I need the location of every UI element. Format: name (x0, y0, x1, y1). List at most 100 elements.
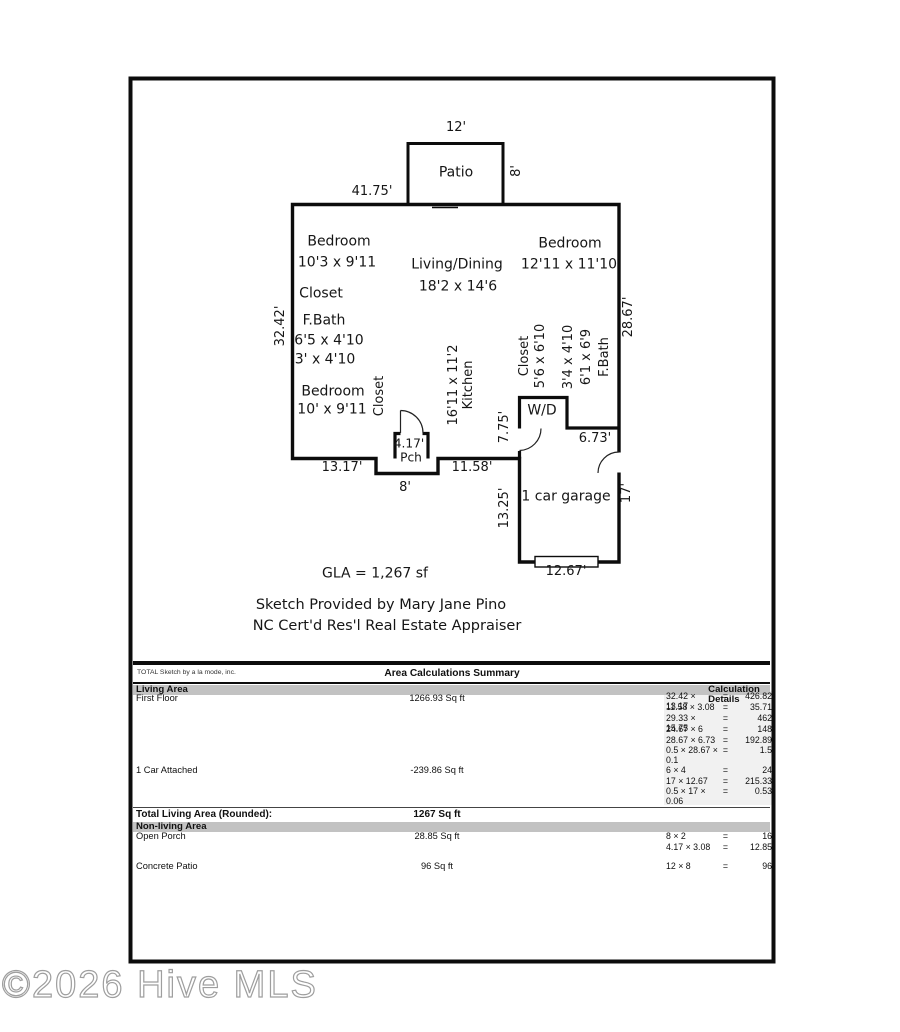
calc-result: 215.33 (745, 776, 772, 786)
room-label-wd: W/D (527, 402, 557, 419)
room-name-kitchen: Kitchen (461, 360, 476, 410)
room-label-garage: 1 car garage (521, 488, 611, 505)
calc-line: 32.42 × 13.17 = 426.82 (666, 691, 772, 711)
sliding-door-icon (432, 204, 483, 209)
table-title: Area Calculations Summary (384, 668, 520, 679)
calc-details-header: Calculation Details (708, 683, 760, 705)
garage-side-door-gap (616, 452, 623, 473)
room-dims-fbath-left-1: 6'5 x 4'10 (294, 332, 364, 349)
table-header-rule (133, 681, 770, 684)
row-name: First Floor (136, 693, 178, 703)
calc-equals: = (722, 776, 729, 786)
calc-line: 4.17 × 3.08 = 12.85 (666, 842, 772, 852)
calc-line: 11.58 × 3.08 = 35.71 (666, 702, 772, 712)
room-label-closet-right: Closet 5'6 x 6'10 (517, 324, 549, 388)
wd-door-arc-icon (519, 428, 542, 452)
calc-expr: 28.67 × 6.73 (666, 735, 716, 745)
calc-result: 24 (762, 765, 772, 775)
total-label: Total Living Area (Rounded): (136, 809, 273, 820)
room-label-kitchen: 16'11 x 11'2 Kitchen (446, 344, 476, 425)
dim-wd-left: 7.75' (496, 410, 512, 444)
calc-line: 6 × 4 = 24 (666, 765, 772, 775)
gla-note: GLA = 1,267 sf (322, 565, 428, 582)
table-top-rule (133, 661, 770, 665)
calc-equals: = (722, 765, 729, 775)
porch-door-arc-icon (399, 409, 424, 434)
calc-line: 24.67 × 6 = 148 (666, 724, 772, 734)
nonliving-header: Non-living Area (136, 820, 207, 832)
calc-result: 462 (757, 713, 772, 723)
row-name: Concrete Patio (136, 861, 198, 871)
provided-by-note: Sketch Provided by Mary Jane Pino (255, 597, 507, 614)
calc-result: 35.71 (749, 702, 772, 712)
dim-bottom-mid: 11.58' (451, 459, 493, 475)
mls-watermark: ©2026 Hive MLS (1, 963, 318, 1006)
dim-garage-bottom: 12.67' (545, 563, 587, 579)
calc-expr: 0.5 × 17 × 0.06 (666, 786, 706, 806)
dim-patio-depth: 8' (508, 165, 524, 177)
room-label-fbath-left: F.Bath (302, 312, 346, 329)
calc-expr: 4.17 × 3.08 (666, 842, 711, 852)
room-label-bedroom-tl: Bedroom (307, 233, 371, 250)
calc-expr: 32.42 × 13.17 (666, 691, 696, 711)
room-label-fbath-right: 3'4 x 4'10 6'1 x 6'9 F.Bath (560, 325, 614, 389)
dim-top-width: 41.75' (351, 183, 393, 199)
room-label-patio: Patio (438, 164, 474, 181)
calc-result: 16 (762, 831, 772, 841)
calc-line: 29.33 × 15.75 = 462 (666, 713, 772, 733)
row-name: Open Porch (136, 831, 186, 841)
row-area: 1266.93 Sq ft (409, 693, 465, 703)
row-area: 28.85 Sq ft (414, 831, 460, 841)
calc-result: 96 (762, 861, 772, 871)
living-area-header: Living Area (136, 683, 188, 695)
room-dims-closet-right: 5'6 x 6'10 (533, 323, 548, 389)
dim-bottom-left: 13.17' (321, 459, 363, 475)
calc-line: 8 × 2 = 16 (666, 831, 772, 841)
appraiser-cert-note: NC Cert'd Res'l Real Estate Appraiser (252, 618, 522, 635)
room-label-closet-mid: Closet (371, 375, 387, 417)
room-name-fbath-right: F.Bath (597, 337, 612, 377)
calc-expr: 17 × 12.67 (666, 776, 708, 786)
garage-side-door-arc-icon (597, 451, 620, 474)
calc-equals: = (722, 724, 729, 734)
room-dims-fbath-right-1: 6'1 x 6'9 (579, 328, 594, 386)
calc-line: 28.67 × 6.73 = 192.89 (666, 735, 772, 745)
calc-result: 12.85 (749, 842, 772, 852)
dim-garage-right: 17' (618, 482, 634, 504)
table-row-open-porch: Open Porch 28.85 Sq ft (136, 831, 772, 842)
dim-left-height: 32.42' (272, 305, 288, 347)
calc-equals: = (722, 842, 729, 852)
room-name-closet-right: Closet (517, 335, 532, 377)
calc-result: 1.5 (759, 745, 772, 755)
dim-porch-top: 4.17' (393, 436, 425, 451)
dim-right-height: 28.67' (620, 296, 636, 338)
calc-equals: = (722, 831, 729, 841)
calc-result: 0.53 (754, 786, 772, 796)
calc-equals: = (722, 735, 729, 745)
nonliving-section-bar: Non-living Area (133, 820, 770, 832)
calc-result: 148 (757, 724, 772, 734)
dim-wd-bottom: 6.73' (578, 430, 612, 446)
calc-expr: 12 × 8 (666, 861, 691, 871)
calc-equals: = (722, 786, 729, 796)
calc-equals: = (722, 702, 729, 712)
calc-result: 426.82 (745, 691, 772, 701)
calc-expr: 11.58 × 3.08 (666, 702, 715, 712)
room-dims-fbath-right-2: 3'4 x 4'10 (561, 324, 576, 390)
calc-equals: = (722, 745, 729, 755)
calc-equals: = (722, 713, 729, 723)
calc-expr: 0.5 × 28.67 × 0.1 (666, 745, 718, 765)
total-value: 1267 Sq ft (413, 809, 461, 820)
calc-expr: 29.33 × 15.75 (666, 713, 696, 733)
room-label-bedroom-tr: Bedroom (538, 235, 602, 252)
dim-patio-width: 12' (445, 119, 467, 135)
calc-expr: 8 × 2 (666, 831, 686, 841)
room-dims-fbath-left-2: 3' x 4'10 (294, 351, 356, 368)
calc-expr: 6 × 4 (666, 765, 686, 775)
calc-equals: = (722, 691, 729, 701)
row-area: -239.86 Sq ft (410, 765, 464, 775)
total-rule (133, 807, 770, 808)
dim-garage-left: 13.25' (496, 487, 512, 529)
